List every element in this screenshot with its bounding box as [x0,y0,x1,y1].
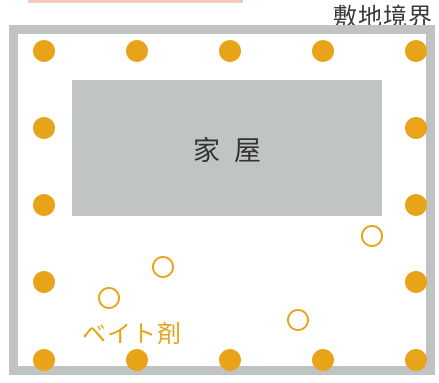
bait-ring [98,287,120,309]
perimeter-dot [126,40,148,62]
perimeter-dot [219,349,241,371]
perimeter-dot [33,40,55,62]
perimeter-dot [405,271,427,293]
perimeter-dot [33,117,55,139]
bait-agent-label: ベイト剤 [82,320,182,348]
perimeter-dot [405,349,427,371]
perimeter-dot [405,117,427,139]
perimeter-dot [33,194,55,216]
perimeter-dot [405,194,427,216]
perimeter-dot [312,349,334,371]
perimeter-dot [33,349,55,371]
perimeter-dot [33,271,55,293]
bait-ring [152,256,174,278]
bait-ring [287,309,309,331]
perimeter-dot [312,40,334,62]
perimeter-dot [405,40,427,62]
perimeter-dot [219,40,241,62]
house: 家屋 [72,80,382,216]
perimeter-dot [126,349,148,371]
house-label: 家屋 [193,135,275,167]
top-edge-strip [28,0,243,3]
bait-ring [361,225,383,247]
